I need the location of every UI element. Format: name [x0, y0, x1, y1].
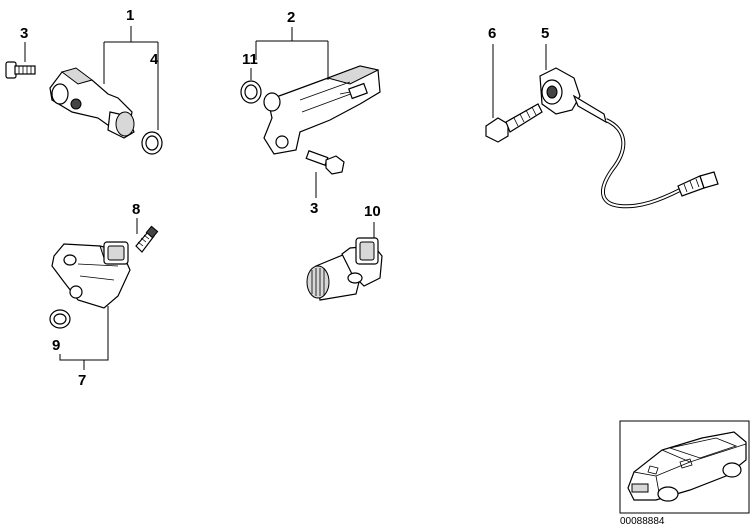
screw-part-8[interactable]	[135, 225, 159, 253]
bolt-part-6[interactable]	[485, 103, 543, 143]
bolt-part-3-center[interactable]	[305, 150, 345, 175]
callout-1: 1	[126, 7, 134, 24]
vehicle-location-inset	[619, 420, 750, 514]
callout-9: 9	[52, 337, 60, 354]
callout-3-left: 3	[20, 25, 28, 42]
o-ring-part-11[interactable]	[240, 80, 262, 104]
callout-11: 11	[242, 51, 258, 68]
bolt-part-3-left[interactable]	[5, 61, 36, 79]
pressure-sensor-part-7[interactable]	[51, 241, 131, 309]
callout-6: 6	[488, 25, 496, 42]
o-ring-part-9[interactable]	[49, 309, 71, 329]
callout-10: 10	[364, 203, 381, 220]
callout-3-center: 3	[310, 200, 318, 217]
temperature-sensor-part-10[interactable]	[306, 237, 383, 301]
callout-2: 2	[287, 9, 295, 26]
callout-7: 7	[78, 372, 86, 389]
knock-sensor-part-5[interactable]	[539, 67, 719, 209]
callout-8: 8	[132, 201, 140, 218]
crankshaft-sensor-part-1[interactable]	[49, 67, 135, 139]
callout-4: 4	[150, 51, 159, 68]
camshaft-sensor-part-2[interactable]	[263, 65, 381, 155]
car-silhouette-icon	[627, 431, 747, 502]
callout-5: 5	[541, 25, 549, 42]
reference-number: 00088884	[620, 516, 665, 527]
o-ring-part-4[interactable]	[141, 131, 163, 155]
